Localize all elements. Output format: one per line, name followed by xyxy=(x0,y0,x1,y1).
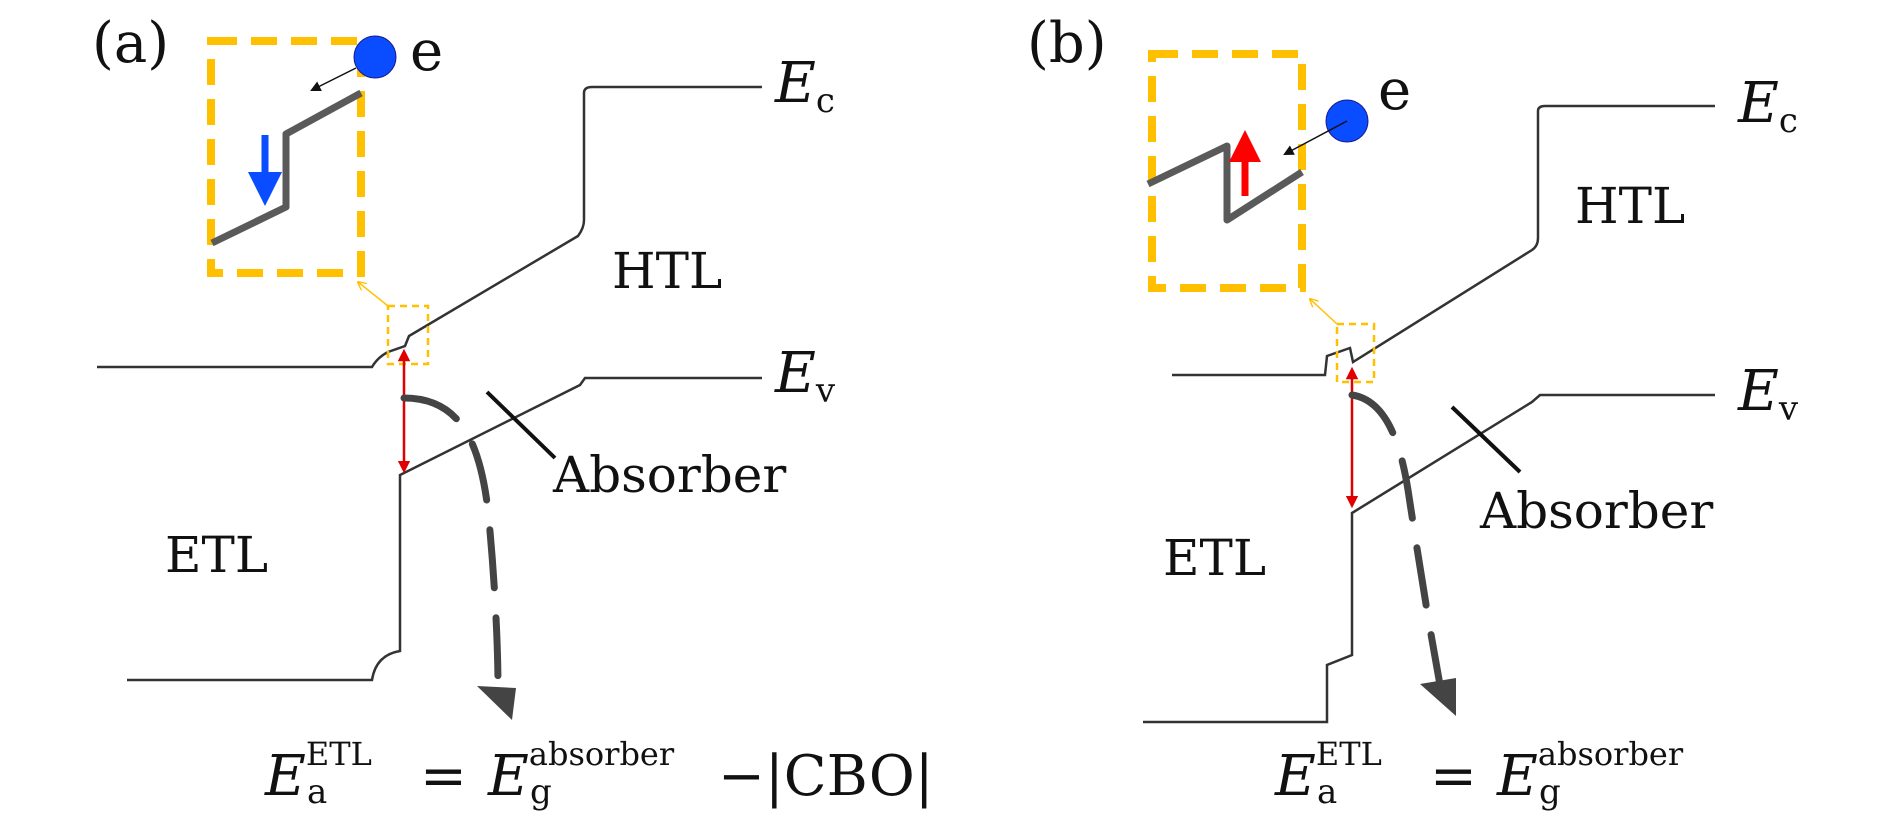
absorber-pointer-line xyxy=(1450,405,1522,474)
absorber-pointer-line xyxy=(485,390,557,460)
ev-label: Ev xyxy=(1737,359,1799,429)
electron-pointer-arrow xyxy=(310,67,357,91)
electron-label: e xyxy=(1378,58,1411,123)
ec-label: Ec xyxy=(774,51,835,121)
zoom-inset-box xyxy=(1148,50,1306,292)
electron-pointer-arrow xyxy=(1283,120,1348,155)
recombination-dashed-path xyxy=(400,394,502,692)
inset-band-step xyxy=(210,89,363,247)
inset-band-spike xyxy=(1146,142,1304,224)
valence-band-line xyxy=(1143,393,1715,724)
electron-icon xyxy=(353,35,397,79)
electron-upward-arrow-icon xyxy=(1229,130,1261,196)
absorber-label: Absorber xyxy=(552,446,786,504)
etl-label: ETL xyxy=(1163,529,1266,587)
valence-band-line xyxy=(127,376,762,682)
recombination-dashed-path xyxy=(1348,391,1444,689)
etl-label: ETL xyxy=(165,526,268,584)
ec-label: Ec xyxy=(1737,71,1798,141)
panel-tag: (a) xyxy=(92,11,169,76)
conduction-band-line xyxy=(97,85,762,369)
interface-highlight-box xyxy=(386,304,430,366)
absorber-label: Absorber xyxy=(1479,482,1713,540)
zoom-inset-box xyxy=(207,37,365,277)
panel-a: (a) e Ec Ev HTL ETL Absorber xyxy=(92,11,934,812)
recombination-arrowhead-icon xyxy=(477,686,516,720)
htl-label: HTL xyxy=(612,242,722,300)
htl-label: HTL xyxy=(1575,177,1685,235)
panel-tag: (b) xyxy=(1027,11,1107,76)
zoom-pointer-arrow xyxy=(1310,299,1338,325)
electron-downward-arrow-icon xyxy=(248,135,282,206)
electron-label: e xyxy=(410,19,443,84)
ev-label: Ev xyxy=(774,341,836,411)
conduction-band-line xyxy=(1172,104,1715,377)
recombination-arrowhead-icon xyxy=(1420,678,1456,716)
zoom-pointer-arrow xyxy=(358,282,389,307)
